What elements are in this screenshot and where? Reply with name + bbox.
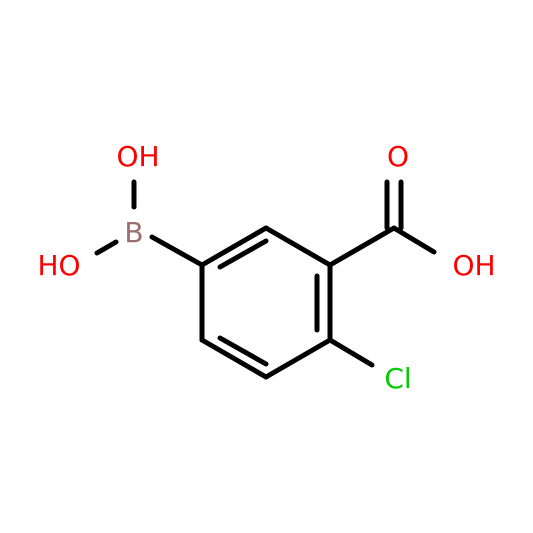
carbonyl-o-label: O <box>387 140 409 173</box>
ring-bond-c1-c2 <box>199 225 269 268</box>
ho-left-label: HO <box>37 249 80 282</box>
bond-c3-carboxyl <box>327 225 397 268</box>
ring-bond-c5-c6 <box>199 337 269 380</box>
chlorine-label: Cl <box>384 362 411 395</box>
bond-carboxyl-oh <box>391 225 437 255</box>
ring-bond-c2-c3 <box>263 225 333 268</box>
ring-inner-bond-1 <box>217 238 269 270</box>
boron-label: B <box>124 216 143 249</box>
ring-bond-c4-c5 <box>263 337 333 380</box>
acid-oh-label: OH <box>452 249 495 282</box>
bond-c1-boron <box>149 234 205 268</box>
bond-c4-chlorine <box>327 337 375 368</box>
ring-inner-bond-3 <box>217 335 269 367</box>
bond-boron-ho-left <box>94 239 119 256</box>
oh-top-label: OH <box>116 140 159 173</box>
